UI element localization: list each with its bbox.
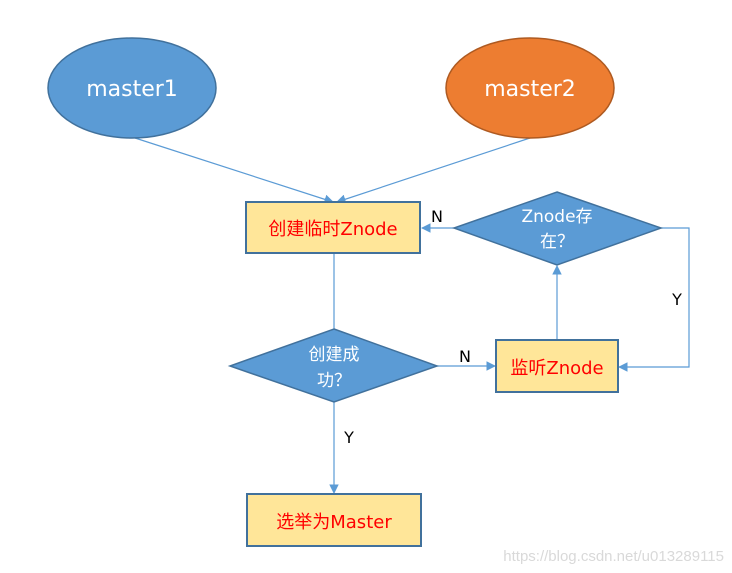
node-elect-master: 选举为Master — [246, 493, 422, 547]
node-create-success: 创建成 功？ — [227, 328, 440, 403]
edge-exists-yes-loop — [618, 227, 690, 372]
edge-label-success-no: N — [459, 347, 471, 366]
edge-master2-to-create — [336, 137, 531, 204]
znode-exists-line1: Znode存 — [521, 207, 592, 227]
node-create-temp-znode: 创建临时Znode — [245, 201, 421, 254]
edge-label-success-yes: Y — [343, 428, 354, 447]
znode-exists-line2: 在？ — [540, 232, 574, 252]
master1-label: master1 — [86, 77, 178, 102]
edge-master1-to-create — [134, 137, 334, 204]
create-temp-znode-label: 创建临时Znode — [268, 219, 397, 240]
create-success-line1: 创建成 — [309, 345, 360, 365]
elect-master-label: 选举为Master — [276, 512, 392, 533]
master2-label: master2 — [484, 77, 576, 102]
node-master1: master1 — [47, 37, 217, 139]
watch-znode-label: 监听Znode — [510, 358, 603, 379]
create-success-line2: 功？ — [317, 371, 351, 391]
node-znode-exists: Znode存 在？ — [451, 191, 664, 266]
node-master2: master2 — [445, 37, 615, 139]
node-watch-znode: 监听Znode — [495, 339, 619, 393]
watermark: https://blog.csdn.net/u013289115 — [503, 548, 724, 565]
edge-label-exists-no: N — [431, 207, 443, 226]
edge-label-exists-yes: Y — [671, 290, 682, 309]
